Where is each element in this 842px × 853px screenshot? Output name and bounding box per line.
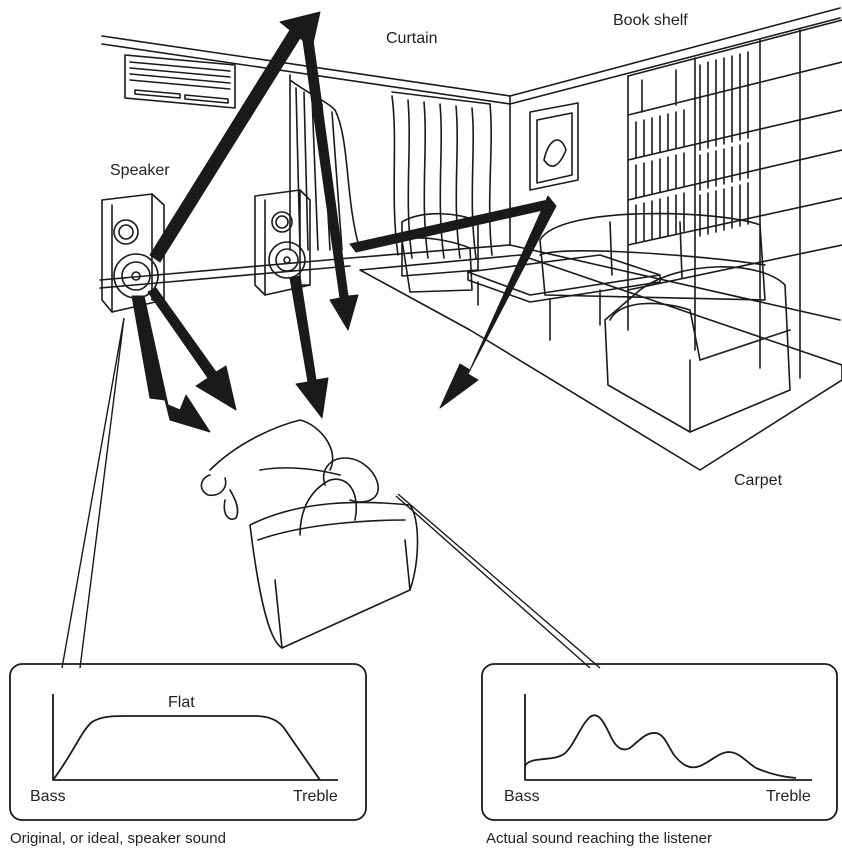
wall-picture (530, 103, 578, 190)
graph-ideal-flat-curve (53, 716, 320, 780)
graph-ideal-caption: Original, or ideal, speaker sound (10, 830, 226, 848)
graph-actual-treble-label: Treble (766, 788, 811, 806)
graph-actual-caption: Actual sound reaching the listener (486, 830, 712, 848)
arrow-ceiling-to-floor (300, 18, 358, 330)
graph-actual-axis (525, 694, 812, 780)
listener-on-chair (201, 420, 417, 648)
graph-actual-bass-label: Bass (504, 788, 540, 806)
armchair-front (605, 267, 790, 432)
air-conditioner (125, 55, 235, 108)
graph-ideal-bass-label: Bass (30, 788, 66, 806)
graph-ideal-axis (53, 694, 338, 780)
curtain-label: Curtain (386, 30, 438, 48)
speaker-right (255, 190, 310, 295)
pointer-line-actual (396, 494, 600, 668)
book-shelf (628, 20, 842, 378)
carpet-label: Carpet (734, 472, 782, 490)
book-shelf-label: Book shelf (613, 12, 688, 30)
graph-ideal-flat-label: Flat (168, 694, 195, 712)
arrow-speaker-right-to-listener (290, 276, 328, 418)
arrow-wall-reflection (350, 200, 552, 252)
graph-ideal-treble-label: Treble (293, 788, 338, 806)
carpet-outline (360, 255, 842, 470)
graph-actual-curve (525, 715, 796, 778)
speaker-label: Speaker (110, 162, 170, 180)
arrow-speaker-to-ceiling (150, 12, 320, 262)
pointer-line-ideal (62, 318, 124, 668)
